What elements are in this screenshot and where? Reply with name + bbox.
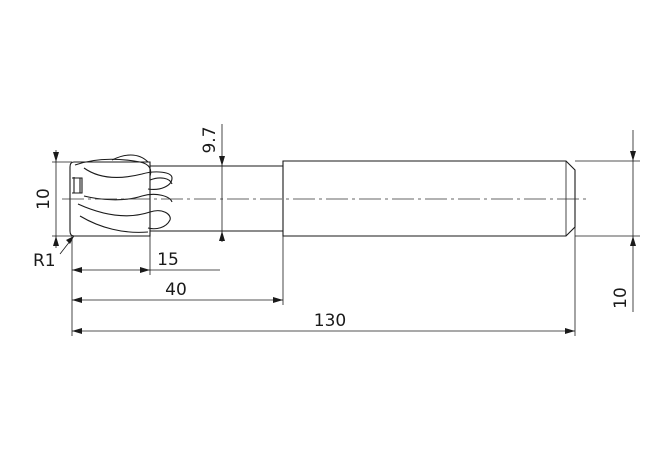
- neck-outline: [150, 165, 283, 232]
- dim-text-corner-radius: R1: [33, 251, 56, 271]
- flute-helixes: [72, 154, 173, 233]
- shank-outline: [282, 160, 576, 237]
- dim-shank-diameter: 10: [575, 130, 640, 312]
- dim-flute-length: 15: [72, 236, 220, 275]
- dim-text-shank-diameter: 10: [611, 287, 631, 309]
- dim-neck-diameter: 9.7: [200, 124, 225, 242]
- dim-cutting-diameter: 10: [34, 150, 72, 248]
- dim-text-overall-length: 130: [314, 311, 346, 331]
- dim-text-cutting-diameter: 10: [34, 188, 54, 210]
- dim-text-neck-diameter: 9.7: [200, 126, 220, 153]
- dim-overall-length: 130: [72, 227, 576, 336]
- dim-text-neck-length: 40: [165, 280, 187, 300]
- dim-neck-length: 40: [71, 236, 284, 336]
- dim-corner-radius: R1: [33, 235, 75, 271]
- dim-text-flute-length: 15: [157, 250, 179, 270]
- tool-body: [69, 154, 576, 237]
